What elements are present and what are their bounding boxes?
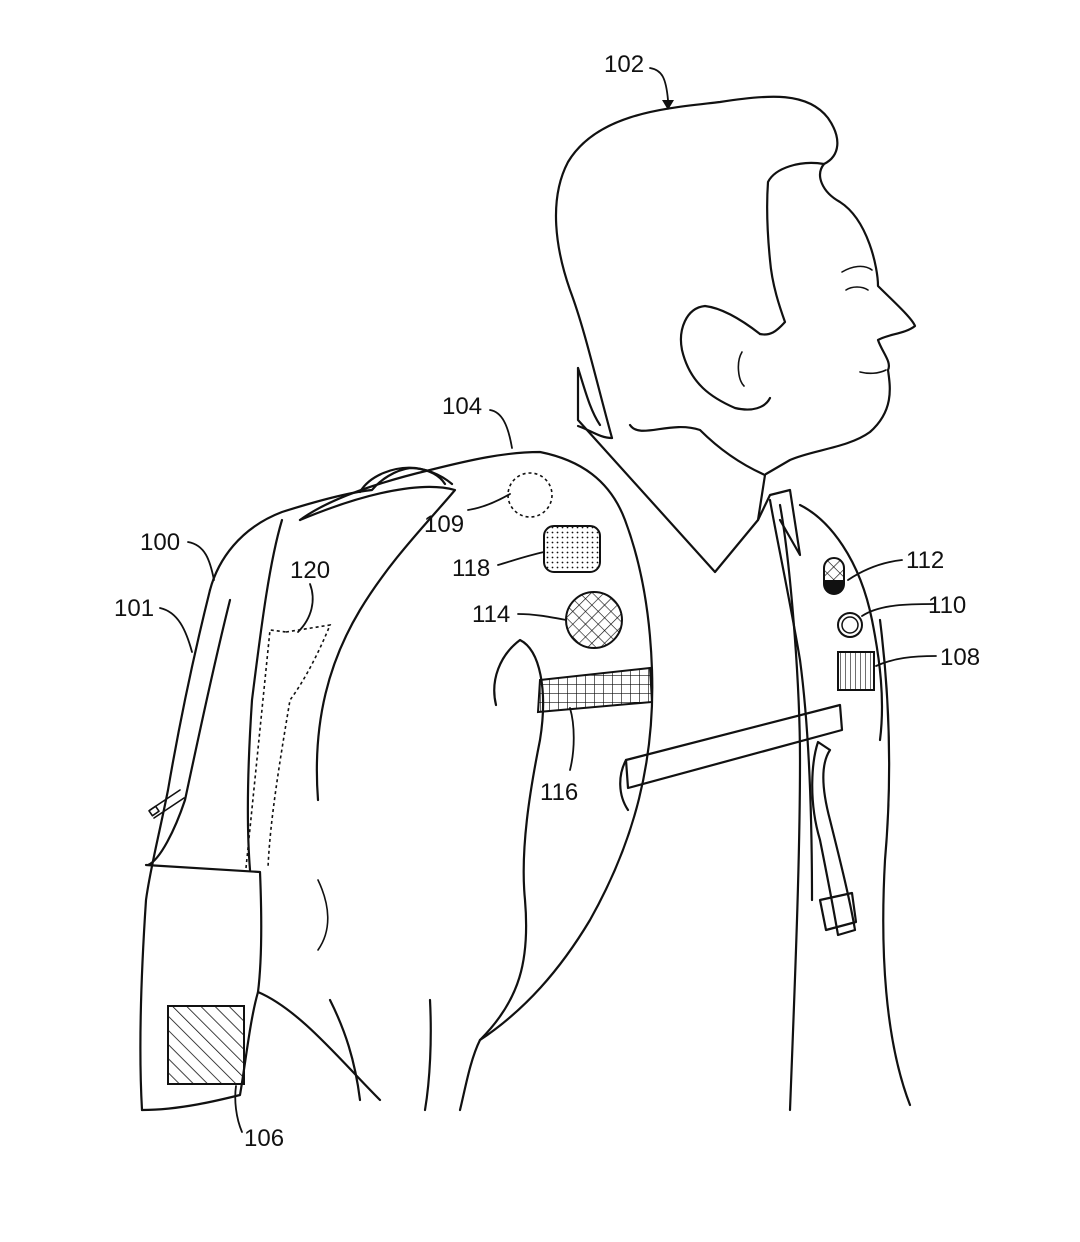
collar-right — [756, 488, 802, 557]
ear-outline — [679, 304, 772, 411]
leader-104 — [489, 409, 513, 449]
label-109: 109 — [424, 511, 464, 538]
backpack-shell — [208, 466, 454, 592]
shirt-front-right — [878, 618, 912, 1107]
label-108: 108 — [940, 644, 980, 671]
leader-114 — [517, 613, 567, 621]
leader-116 — [569, 707, 575, 771]
eye-line — [845, 286, 869, 291]
control-112-dark — [824, 580, 844, 594]
shirt-front — [778, 503, 802, 1112]
leader-102 — [649, 67, 669, 101]
leader-108 — [875, 655, 937, 667]
lower-pocket — [140, 863, 263, 1112]
arm-outline — [458, 638, 545, 1112]
leader-120 — [297, 583, 314, 633]
strap-outer — [298, 450, 654, 1042]
chest-band-116 — [536, 666, 654, 714]
front-strap-buckle — [811, 740, 857, 937]
inner-pocket-120 — [245, 623, 332, 869]
label-110: 110 — [928, 592, 966, 619]
leader-102-arrow — [662, 100, 674, 110]
front-strap — [768, 498, 884, 937]
sleeve-fold — [328, 998, 362, 1102]
label-101: 101 — [114, 595, 154, 622]
mesh-pad-114 — [565, 591, 623, 649]
front-strap-left — [768, 498, 814, 902]
elbow-fold — [317, 879, 329, 951]
front-strap-tab — [818, 891, 858, 932]
leader-109 — [467, 493, 511, 511]
strap-inner — [298, 485, 457, 802]
shoulder-strap — [298, 450, 844, 1042]
backpack-inner-edge — [146, 598, 232, 867]
leader-106 — [234, 1085, 243, 1133]
chest-strap — [624, 703, 844, 790]
chest-strap-end — [619, 758, 630, 812]
label-100: 100 — [140, 529, 180, 556]
collar — [576, 366, 767, 574]
reference-labels: 102 104 100 101 120 109 118 114 116 112 … — [114, 51, 980, 1152]
sensor-109 — [507, 472, 553, 518]
pad-118 — [543, 525, 601, 573]
brow-line — [841, 265, 873, 273]
leader-110 — [861, 603, 935, 617]
backpack-top-handle — [358, 466, 447, 494]
panel-106 — [167, 1005, 245, 1085]
label-104: 104 — [442, 393, 482, 420]
backpack-side — [246, 518, 284, 872]
leader-101 — [159, 607, 193, 653]
label-120: 120 — [290, 557, 330, 584]
components — [167, 472, 875, 1085]
leader-118 — [497, 551, 545, 566]
button-110 — [837, 612, 863, 638]
torso-bottom — [423, 998, 432, 1112]
label-112: 112 — [906, 547, 944, 574]
zipper-tab — [148, 805, 160, 817]
panel-108 — [837, 651, 875, 691]
head-outline — [554, 95, 917, 476]
ear-inner — [737, 351, 745, 387]
neck-front — [576, 366, 602, 427]
leader-lines — [159, 67, 937, 1133]
mouth-line — [859, 369, 887, 375]
label-118: 118 — [452, 555, 490, 582]
label-106: 106 — [244, 1125, 284, 1152]
label-114: 114 — [472, 601, 510, 628]
button-110-inner — [841, 616, 859, 634]
leader-112 — [847, 559, 903, 581]
leader-100 — [187, 541, 215, 581]
label-116: 116 — [540, 779, 578, 806]
backpack-body — [139, 466, 454, 1112]
front-strap-right — [798, 503, 884, 742]
hairline — [758, 161, 826, 336]
arm-bottom — [256, 990, 382, 1102]
backpack-back-edge — [139, 588, 212, 1112]
label-102: 102 — [604, 51, 644, 78]
neck-back — [576, 424, 614, 440]
